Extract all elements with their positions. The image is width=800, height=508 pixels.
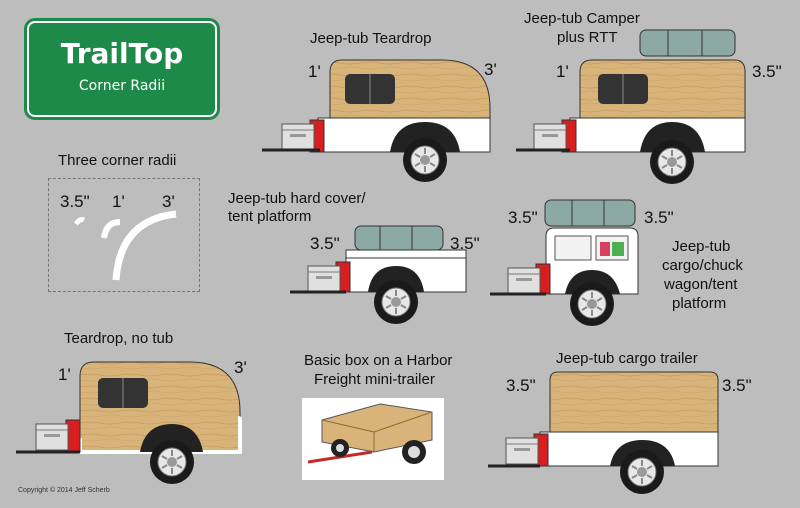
trailer-jeep-tub-cargo [488, 371, 719, 495]
radius-arc-medium [101, 219, 121, 239]
caption-cargo-trailer: Jeep-tub cargo trailer [556, 350, 698, 367]
dim-teardrop-rear: 3' [484, 60, 497, 79]
dim-cargo-front: 3.5" [506, 376, 536, 395]
caption-chuck-wagon-line2: cargo/chuck [662, 257, 743, 274]
radii-panel-title: Three corner radii [58, 152, 177, 169]
trailer-jeep-tub-camper-rtt [516, 29, 746, 185]
radius-label-medium: 1' [112, 192, 125, 211]
dim-chuck-wagon-rear: 3.5" [644, 208, 674, 227]
dim-camper-front: 1' [556, 62, 569, 81]
harbor-freight-box [307, 403, 433, 464]
caption-hard-cover-line1: Jeep-tub hard cover/ [228, 190, 366, 207]
dim-no-tub-front: 1' [58, 365, 71, 384]
radius-arc-small [73, 217, 86, 226]
trailer-jeep-tub-teardrop [262, 59, 491, 183]
trailer-jeep-tub-hard-cover [290, 225, 467, 325]
copyright-text: Copyright © 2014 Jeff Scherb [18, 487, 110, 494]
dim-no-tub-rear: 3' [234, 358, 247, 377]
caption-hard-cover-line2: tent platform [228, 208, 312, 225]
dim-camper-rear: 3.5" [752, 62, 782, 81]
radius-label-large: 3' [162, 192, 175, 211]
caption-chuck-wagon-line4: platform [672, 295, 727, 312]
caption-camper-line2: plus RTT [557, 29, 618, 46]
trailer-teardrop-no-tub [16, 361, 242, 485]
radius-label-small: 3.5" [60, 192, 90, 211]
caption-chuck-wagon-line3: wagon/tent [664, 276, 738, 293]
dim-cargo-rear: 3.5" [722, 376, 752, 395]
caption-harbor-line1: Basic box on a Harbor [304, 352, 453, 369]
radius-arc-large [112, 210, 177, 281]
dim-hard-cover-front: 3.5" [310, 234, 340, 253]
dim-teardrop-front: 1' [308, 62, 321, 81]
caption-harbor-line2: Freight mini-trailer [314, 371, 435, 388]
sign-title: TrailTop [60, 37, 184, 70]
caption-teardrop-no-tub: Teardrop, no tub [64, 330, 174, 347]
radii-panel [48, 178, 200, 292]
caption-camper-line1: Jeep-tub Camper [524, 10, 640, 27]
dim-hard-cover-rear: 3.5" [450, 234, 480, 253]
caption-jeep-tub-teardrop: Jeep-tub Teardrop [310, 30, 432, 47]
dim-chuck-wagon-front: 3.5" [508, 208, 538, 227]
trailer-jeep-tub-cargo-chuck-wagon [490, 199, 639, 327]
trailtop-sign: TrailTop Corner Radii [27, 21, 217, 117]
caption-chuck-wagon-line1: Jeep-tub [672, 238, 731, 255]
sign-subtitle: Corner Radii [78, 78, 166, 94]
